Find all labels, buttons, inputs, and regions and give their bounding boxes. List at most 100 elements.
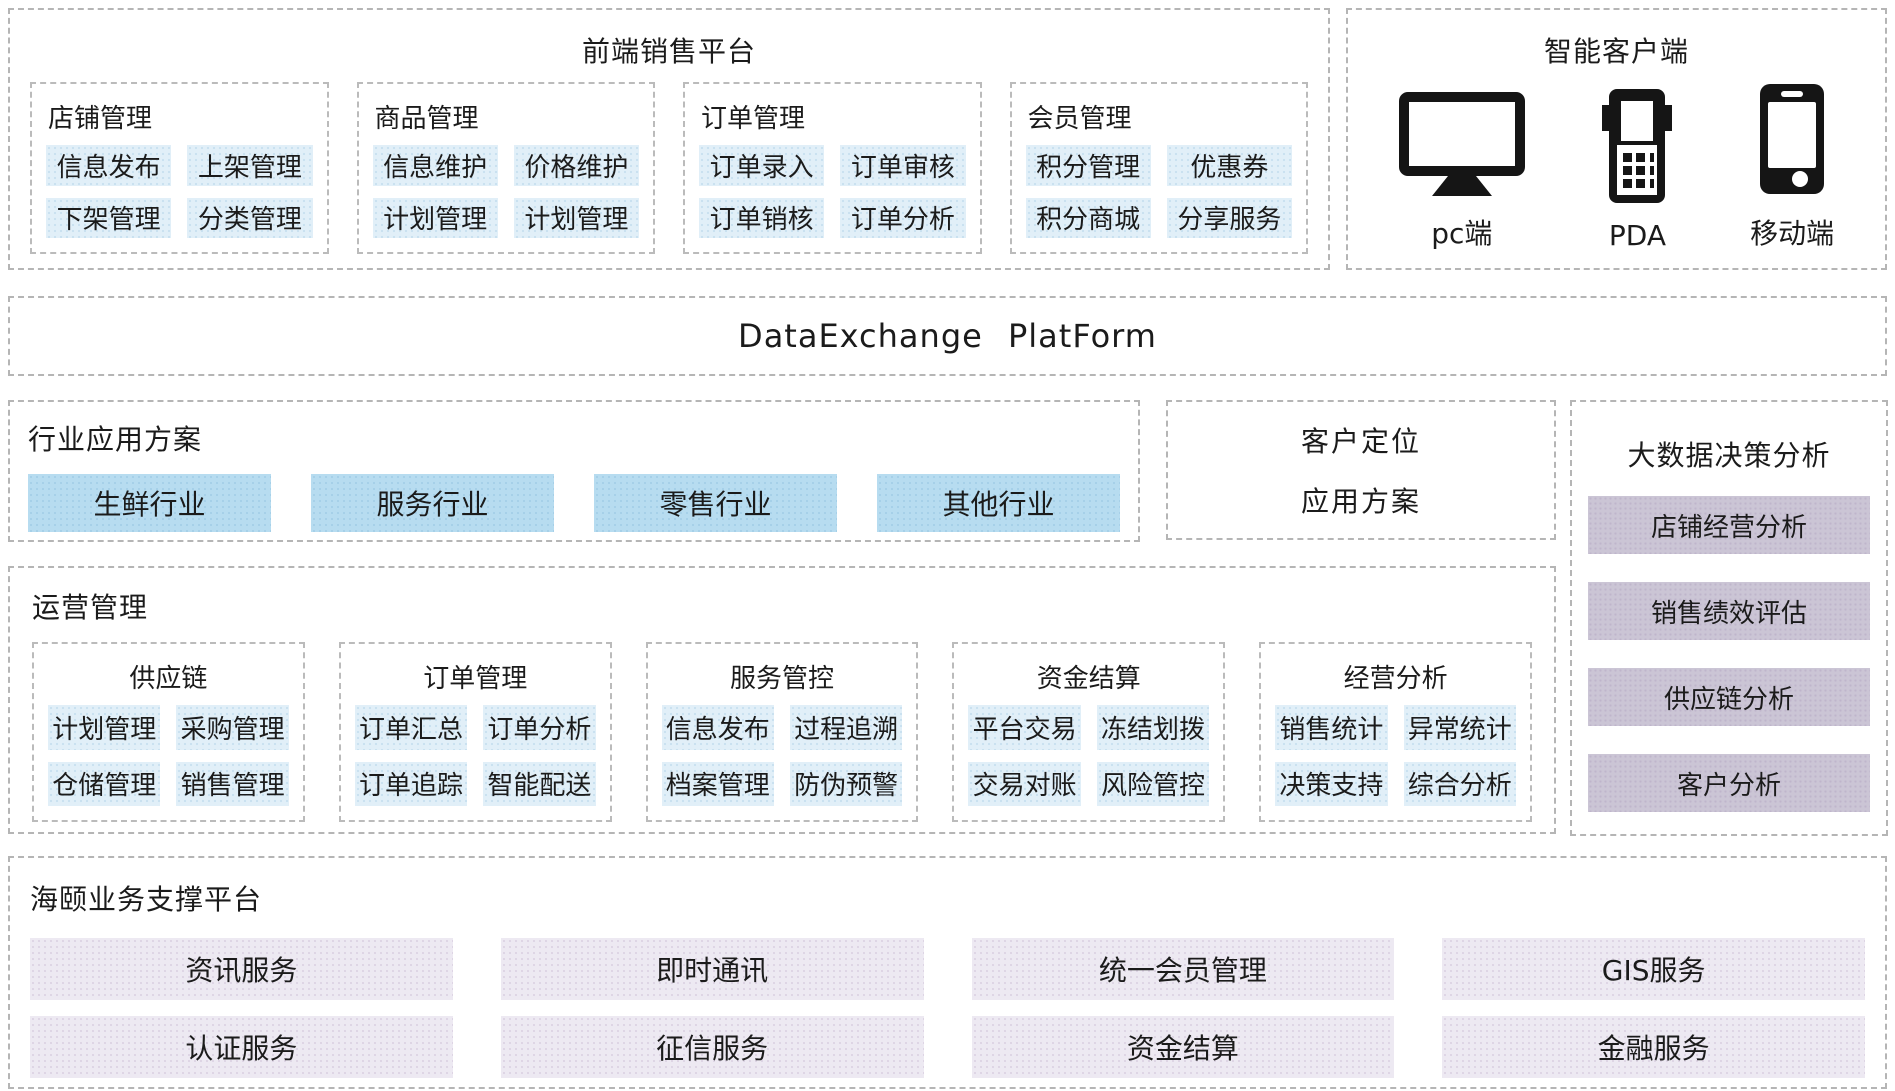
group-business-analysis: 经营分析 销售统计 异常统计 决策支持 综合分析 [1259,642,1532,822]
group-order-management: 订单管理 订单录入 订单审核 订单销核 订单分析 [683,82,982,254]
operations-groups: 供应链 计划管理 采购管理 仓储管理 销售管理 订单管理 订单汇总 订单分析 订… [32,642,1532,822]
analysis-box: 销售绩效评估 [1588,582,1870,640]
module-chip: 分享服务 [1166,197,1292,238]
module-chip: 销售统计 [1275,705,1388,750]
module-chip: 交易对账 [968,761,1081,806]
chip-grid: 平台交易 冻结划拨 交易对账 风险管控 [968,705,1210,806]
module-chip: 防伪预警 [789,761,903,806]
service-box: 认证服务 [30,1016,453,1078]
service-box: 统一会员管理 [971,938,1395,1000]
big-data-title: 大数据决策分析 [1627,439,1831,472]
data-exchange-panel: DataExchange PlatForm [8,296,1887,376]
module-chip: 销售管理 [176,761,289,806]
module-chip: 信息维护 [372,145,498,186]
group-title: 服务管控 [729,664,834,694]
device-pda: PDA [1598,89,1676,252]
module-chip: 信息发布 [46,145,172,186]
support-grid: 资讯服务 即时通讯 统一会员管理 GIS服务 认证服务 征信服务 资金结算 金融… [30,938,1865,1078]
group-order-management-ops: 订单管理 订单汇总 订单分析 订单追踪 智能配送 [338,642,612,822]
module-chip: 计划管理 [372,197,498,238]
group-title: 供应链 [129,664,208,694]
module-chip: 异常统计 [1403,705,1516,750]
frontend-groups: 店铺管理 信息发布 上架管理 下架管理 分类管理 商品管理 信息维护 价格维护 … [30,82,1308,254]
module-chip: 计划管理 [48,705,161,750]
device-mobile: 移动端 [1750,82,1834,252]
module-chip: 综合分析 [1403,761,1516,806]
smart-client-panel: 智能客户端 pc端 [1346,8,1887,270]
customer-positioning-line1: 客户定位 [1300,425,1421,458]
group-service-control: 服务管控 信息发布 过程追溯 档案管理 防伪预警 [645,642,919,822]
module-chip: 订单分析 [483,705,596,750]
support-platform-title: 海颐业务支撑平台 [30,883,263,916]
module-chip: 积分管理 [1025,145,1151,186]
group-title: 会员管理 [1027,104,1132,134]
chip-grid: 信息维护 价格维护 计划管理 计划管理 [372,145,639,238]
module-chip: 平台交易 [968,705,1081,750]
service-box: 征信服务 [500,1016,924,1078]
chip-grid: 销售统计 异常统计 决策支持 综合分析 [1275,705,1516,806]
module-chip: 价格维护 [513,145,639,186]
device-label: PDA [1608,219,1667,252]
group-supply-chain: 供应链 计划管理 采购管理 仓储管理 销售管理 [32,642,305,822]
module-chip: 订单录入 [699,145,825,186]
module-chip: 风险管控 [1096,761,1210,806]
customer-positioning-line2: 应用方案 [1300,485,1421,518]
operations-management-panel: 运营管理 供应链 计划管理 采购管理 仓储管理 销售管理 订单管理 订单汇总 订… [8,566,1556,834]
module-chip: 上架管理 [187,145,313,186]
industry-box: 零售行业 [594,474,837,532]
chip-grid: 计划管理 采购管理 仓储管理 销售管理 [48,705,289,806]
frontend-platform-title: 前端销售平台 [581,35,756,68]
monitor-icon [1398,92,1525,200]
group-title: 资金结算 [1036,664,1141,694]
module-chip: 订单追踪 [354,761,468,806]
frontend-sales-platform-panel: 前端销售平台 店铺管理 信息发布 上架管理 下架管理 分类管理 商品管理 信息维… [8,8,1330,270]
industry-box: 服务行业 [311,474,554,532]
chip-grid: 信息发布 过程追溯 档案管理 防伪预警 [661,705,903,806]
group-fund-settlement: 资金结算 平台交易 冻结划拨 交易对账 风险管控 [952,642,1226,822]
customer-positioning-panel: 客户定位 应用方案 [1166,400,1556,540]
module-chip: 过程追溯 [789,705,903,750]
support-platform-panel: 海颐业务支撑平台 资讯服务 即时通讯 统一会员管理 GIS服务 认证服务 征信服… [8,856,1887,1089]
module-chip: 分类管理 [187,197,313,238]
service-box: 资金结算 [971,1016,1395,1078]
analysis-box: 供应链分析 [1588,668,1870,726]
group-title: 商品管理 [374,104,479,134]
analysis-box: 客户分析 [1588,754,1870,812]
service-box: 资讯服务 [30,938,453,1000]
chip-grid: 信息发布 上架管理 下架管理 分类管理 [46,145,313,238]
group-member-management: 会员管理 积分管理 优惠券 积分商城 分享服务 [1009,82,1308,254]
service-box: 金融服务 [1442,1016,1865,1078]
smartphone-icon [1756,82,1828,200]
module-chip: 订单汇总 [354,705,468,750]
module-chip: 计划管理 [513,197,639,238]
group-product-management: 商品管理 信息维护 价格维护 计划管理 计划管理 [356,82,655,254]
analysis-box: 店铺经营分析 [1588,496,1870,554]
device-pc: pc端 [1398,92,1525,252]
chip-grid: 积分管理 优惠券 积分商城 分享服务 [1025,145,1292,238]
group-title: 店铺管理 [48,104,153,134]
module-chip: 订单销核 [699,197,825,238]
device-list: pc端 PDA [1362,84,1871,252]
industry-boxes: 生鲜行业 服务行业 零售行业 其他行业 [28,474,1120,532]
industry-box: 生鲜行业 [28,474,271,532]
group-title: 订单管理 [701,104,806,134]
module-chip: 档案管理 [661,761,774,806]
module-chip: 智能配送 [483,761,596,806]
module-chip: 订单审核 [840,145,966,186]
group-title: 经营分析 [1343,664,1448,694]
module-chip: 下架管理 [46,197,172,238]
service-box: 即时通讯 [500,938,924,1000]
chip-grid: 订单汇总 订单分析 订单追踪 智能配送 [354,705,596,806]
operations-title: 运营管理 [32,591,149,624]
module-chip: 积分商城 [1025,197,1151,238]
smart-client-title: 智能客户端 [1543,35,1689,68]
pda-icon [1598,89,1676,207]
module-chip: 采购管理 [176,705,289,750]
module-chip: 冻结划拨 [1096,705,1210,750]
group-title: 订单管理 [423,664,528,694]
module-chip: 优惠券 [1166,145,1292,186]
module-chip: 决策支持 [1275,761,1388,806]
module-chip: 订单分析 [840,197,966,238]
industry-solutions-panel: 行业应用方案 生鲜行业 服务行业 零售行业 其他行业 [8,400,1140,542]
big-data-boxes: 店铺经营分析 销售绩效评估 供应链分析 客户分析 [1588,496,1870,816]
